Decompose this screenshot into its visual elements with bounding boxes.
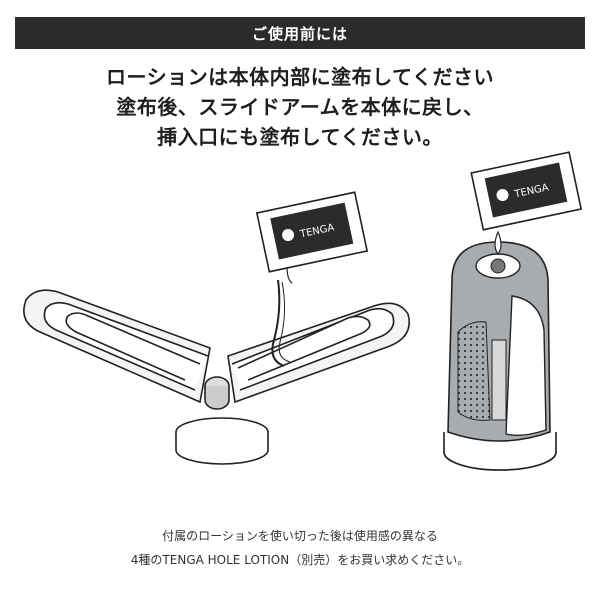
illustration: TENGA TENGA — [23, 151, 583, 471]
footer: 付属のローションを使い切った後は使用感の異なる 4種のTENGA HOLE LO… — [0, 524, 600, 572]
header-title: ご使用前には — [251, 24, 348, 43]
instructions: ローションは本体内部に塗布してください 塗布後、スライドアームを本体に戻し、 挿… — [0, 62, 600, 152]
instruction-line-3: 挿入口にも塗布してください。 — [157, 125, 443, 149]
lotion-packet-right: TENGA — [470, 151, 583, 231]
open-arms-device-illustration — [23, 279, 410, 465]
closed-device-illustration — [443, 230, 557, 471]
footer-line-2: 4種のTENGA HOLE LOTION（別売）をお買い求めください。 — [130, 553, 470, 567]
lotion-packet-left: TENGA — [255, 191, 369, 284]
footer-line-1: 付属のローションを使い切った後は使用感の異なる — [162, 529, 438, 543]
header-bar: ご使用前には — [15, 17, 585, 49]
instruction-line-2: 塗布後、スライドアームを本体に戻し、 — [116, 95, 484, 119]
instruction-line-1: ローションは本体内部に塗布してください — [106, 65, 494, 89]
